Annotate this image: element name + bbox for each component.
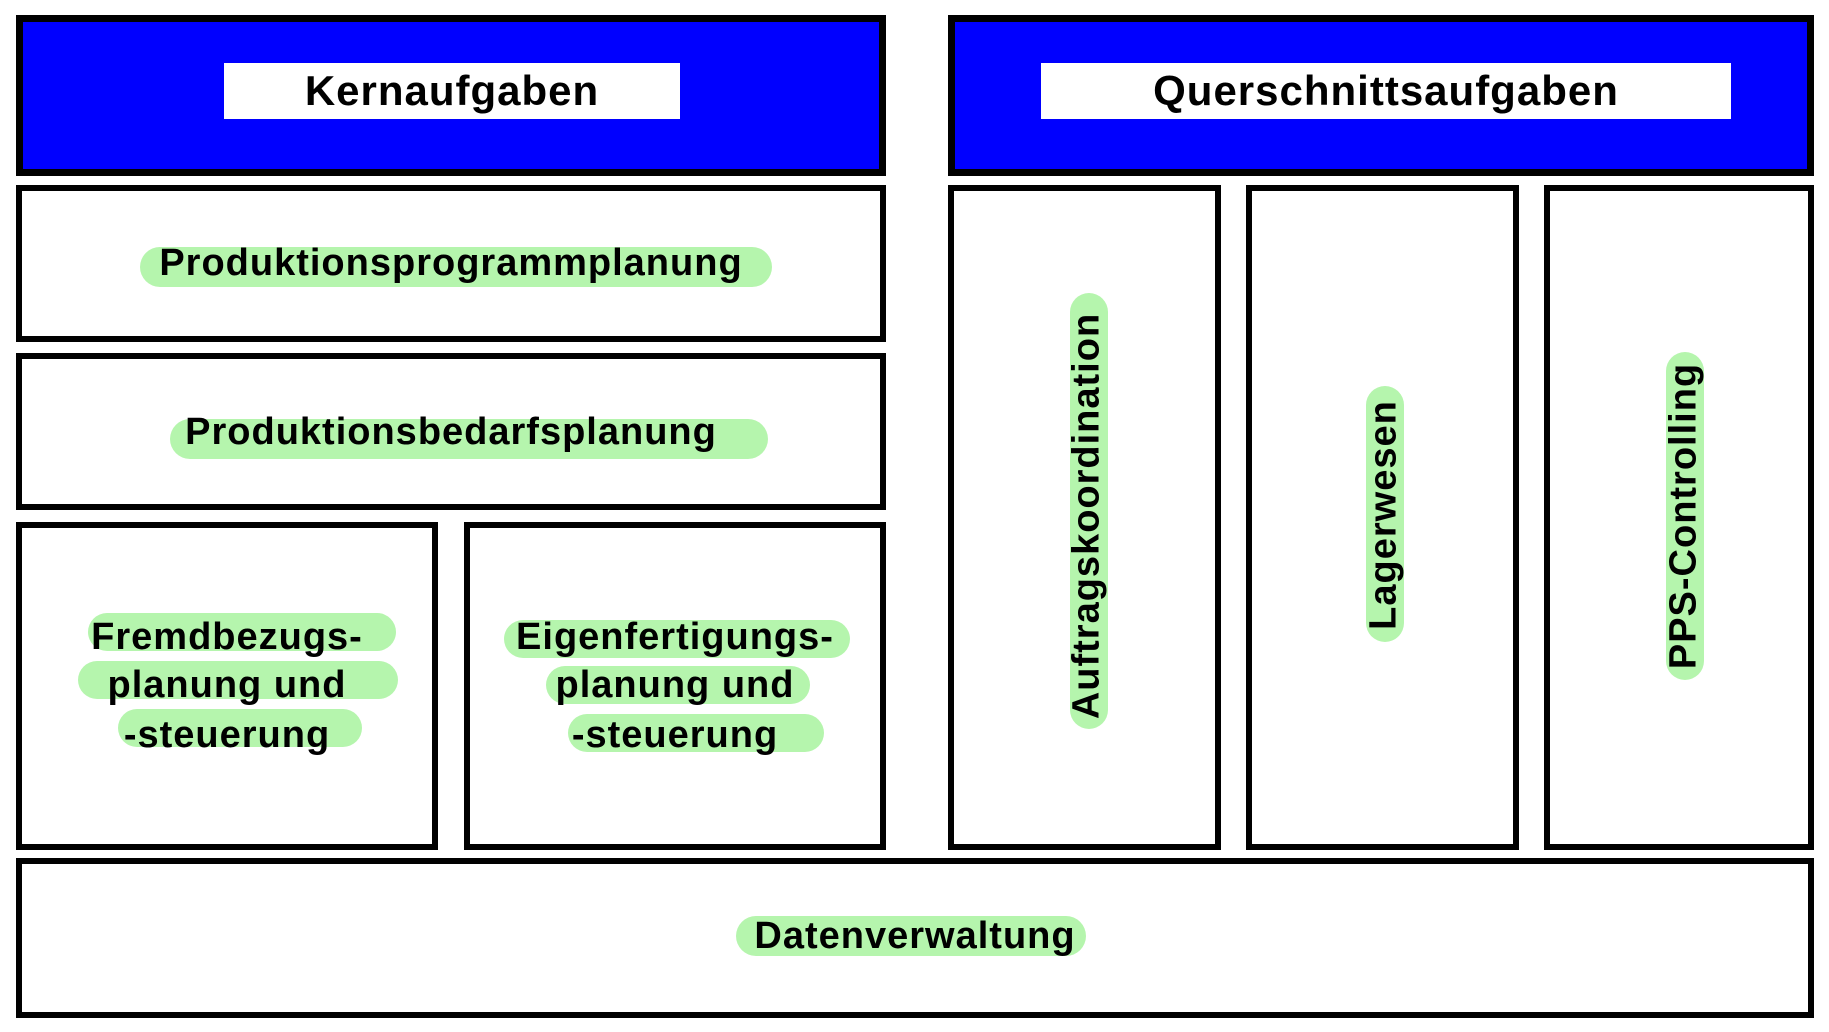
order-coordination-label: Auftragskoordination: [1065, 312, 1108, 720]
cross-tasks-title: Querschnittsaufgaben: [1041, 63, 1731, 119]
core-tasks-header: Kernaufgaben: [16, 15, 886, 176]
controlling-label: PPS-Controlling: [1662, 362, 1705, 670]
order-coordination-highlight: [1070, 293, 1108, 729]
program-planning-highlight: [140, 247, 772, 287]
warehousing-label: Lagerwesen: [1362, 400, 1405, 630]
program-planning-label: Produktionsprogrammplanung: [159, 242, 743, 284]
in-house-production-line-2: planung und: [555, 664, 795, 706]
warehousing-highlight: [1366, 386, 1404, 642]
cross-tasks-header: Querschnittsaufgaben: [948, 15, 1814, 176]
demand-planning-highlight: [170, 419, 768, 459]
external-procurement-highlight-2: [78, 661, 398, 699]
external-procurement-highlight-1: [88, 613, 396, 651]
in-house-production-line-1: Eigenfertigungs-: [516, 616, 834, 658]
core-tasks-title: Kernaufgaben: [224, 63, 680, 119]
data-management-highlight: [736, 916, 1086, 956]
data-management-label: Datenverwaltung: [754, 915, 1076, 957]
external-procurement-line-3: -steuerung: [123, 714, 331, 756]
external-procurement-highlight-3: [118, 709, 362, 747]
in-house-production-highlight-1: [504, 620, 850, 658]
external-procurement-line-1: Fremdbezugs-: [91, 616, 363, 658]
controlling-highlight: [1666, 352, 1704, 680]
external-procurement-line-2: planung und: [107, 664, 347, 706]
in-house-production-line-3: -steuerung: [571, 714, 779, 756]
in-house-production-highlight-2: [546, 666, 810, 704]
demand-planning-label: Produktionsbedarfsplanung: [185, 411, 717, 453]
in-house-production-highlight-3: [568, 714, 824, 752]
